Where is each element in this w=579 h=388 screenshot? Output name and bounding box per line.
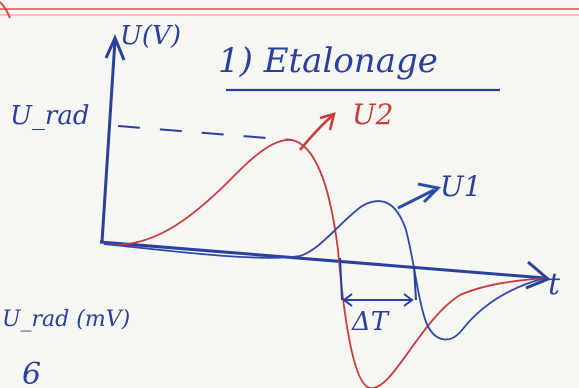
u1-pointer-arrowhead xyxy=(417,182,442,204)
u2-curve xyxy=(103,139,546,388)
dashed-level-line xyxy=(117,125,293,141)
delta-t-arrowhead-right xyxy=(403,293,414,307)
bottom-mark: 6 xyxy=(22,357,41,388)
page-title: 1) Etalonage xyxy=(218,41,438,81)
delta-t-label: ΔT xyxy=(351,307,390,337)
title-group: 1) Etalonage xyxy=(218,41,500,92)
delta-t-annotation: ΔT xyxy=(339,257,417,337)
u2-label: U2 xyxy=(352,98,393,131)
y-axis-arrowhead xyxy=(104,34,126,61)
u2-pointer-arrowhead xyxy=(319,112,336,131)
bottom-note: U_rad (mV) xyxy=(2,307,130,332)
x-axis: t xyxy=(99,240,561,302)
delta-t-arrowhead-left xyxy=(342,293,353,307)
x-axis-label: t xyxy=(548,267,561,302)
u1-curve xyxy=(103,200,546,341)
y-level-label: U_rad xyxy=(10,101,90,131)
y-axis: U(V) xyxy=(100,21,181,243)
x-axis-line xyxy=(99,240,546,280)
y-axis-label: U(V) xyxy=(120,21,181,51)
delta-t-left-tick xyxy=(339,257,343,301)
margin-scribble xyxy=(0,1,11,19)
u1-label: U1 xyxy=(440,170,481,203)
delta-t-right-tick xyxy=(413,265,417,301)
u1-pointer-arrow xyxy=(397,188,435,210)
y-axis-line xyxy=(100,39,117,243)
x-axis-arrowhead xyxy=(525,260,551,290)
u2-pointer-arrow xyxy=(298,115,333,151)
